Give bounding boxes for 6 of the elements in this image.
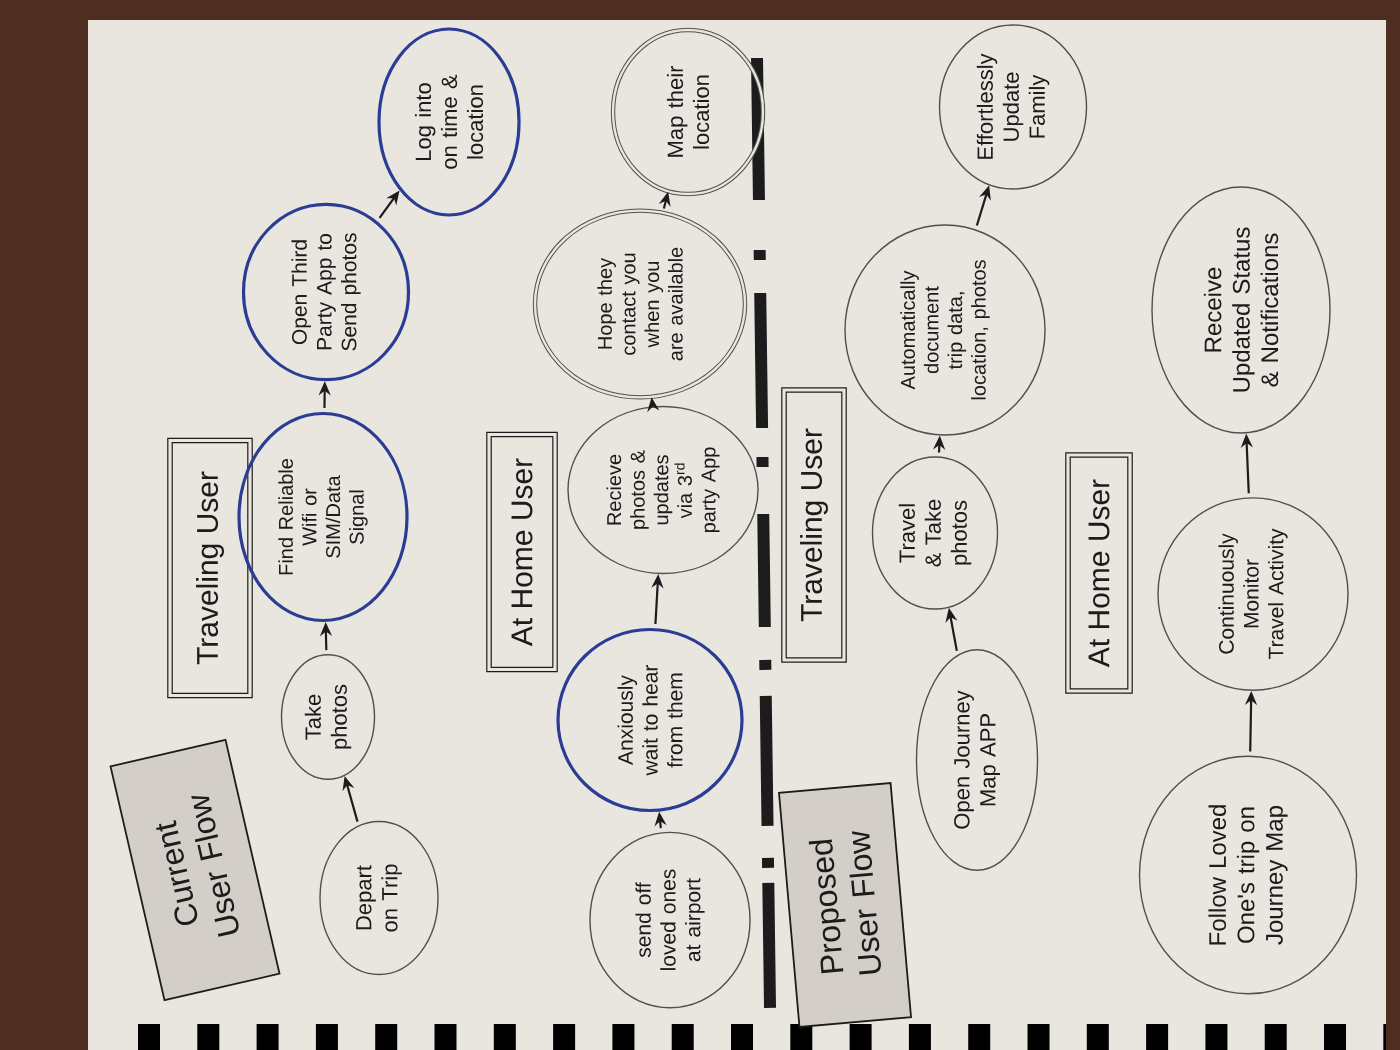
label-box: At Home User bbox=[486, 431, 558, 673]
label-box: Traveling User bbox=[167, 437, 253, 699]
label-box: Traveling User bbox=[781, 387, 847, 663]
title-box: Current User Flow bbox=[109, 738, 281, 1002]
title-box: Proposed User Flow bbox=[778, 782, 912, 1028]
label-box: At Home User bbox=[1065, 452, 1133, 694]
